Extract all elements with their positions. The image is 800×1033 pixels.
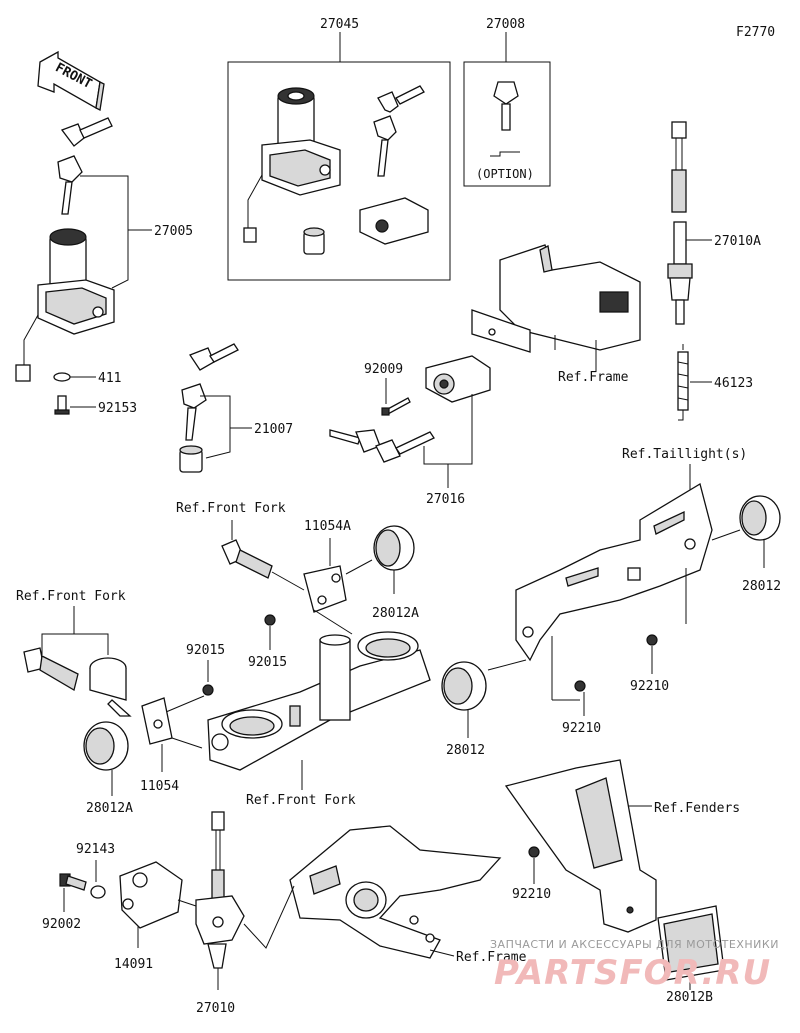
part-92210-a: 92210 bbox=[630, 679, 669, 694]
nut-92210-a-icon bbox=[646, 634, 658, 646]
ignition-switch-27005-icon bbox=[15, 228, 115, 382]
cap-27045-icon bbox=[303, 227, 325, 255]
part-92143: 92143 bbox=[76, 842, 115, 857]
part-92153: 92153 bbox=[98, 401, 137, 416]
part-46123: 46123 bbox=[714, 376, 753, 391]
part-11054A: 11054A bbox=[304, 519, 351, 534]
part-27016: 27016 bbox=[426, 492, 465, 507]
part-27005: 27005 bbox=[154, 224, 193, 239]
option-label: (OPTION) bbox=[476, 167, 534, 181]
part-92009: 92009 bbox=[364, 362, 403, 377]
switch-27010A-icon bbox=[667, 121, 693, 325]
part-411: 411 bbox=[98, 371, 121, 386]
spring-46123-icon bbox=[677, 344, 689, 421]
seat-lock-27045-icon bbox=[359, 197, 429, 245]
ref-frame-top: Ref.Frame bbox=[558, 370, 629, 385]
watermark-line2: PARTSFOR.RU bbox=[494, 953, 771, 993]
key-pair-27045-icon bbox=[373, 85, 425, 177]
part-28012A-bottom: 28012A bbox=[86, 801, 133, 816]
part-11054: 11054 bbox=[140, 779, 179, 794]
part-27010A: 27010A bbox=[714, 234, 761, 249]
watermark-line1: ЗАПЧАСТИ И АКСЕССУАРЫ ДЛЯ МОТОТЕХНИКИ bbox=[490, 938, 779, 951]
key-pair-27016-icon bbox=[329, 429, 435, 463]
clamp-left-icon bbox=[89, 657, 132, 717]
key-pair-21007-icon bbox=[181, 343, 239, 441]
reflector-28012A-bottom-icon bbox=[83, 721, 129, 771]
part-92210-c: 92210 bbox=[512, 887, 551, 902]
reflector-28012-right-icon bbox=[739, 495, 781, 541]
part-27045: 27045 bbox=[320, 17, 359, 32]
screw-92153-icon bbox=[54, 395, 70, 415]
nut-92015-a-icon bbox=[202, 684, 214, 696]
part-28012-mid: 28012 bbox=[446, 743, 485, 758]
nut-92210-b-icon bbox=[574, 680, 586, 692]
washer-411-icon bbox=[53, 372, 71, 382]
reflector-28012-mid-icon bbox=[441, 661, 487, 711]
part-21007: 21007 bbox=[254, 422, 293, 437]
seat-lock-27016-icon bbox=[425, 355, 491, 403]
part-92210-b: 92210 bbox=[562, 721, 601, 736]
nut-92210-c-icon bbox=[528, 846, 540, 858]
ref-frame-bottom: Ref.Frame bbox=[456, 950, 527, 965]
ref-taillight: Ref.Taillight(s) bbox=[622, 447, 747, 462]
part-28012B: 28012B bbox=[666, 990, 713, 1005]
fender-bracket-icon bbox=[504, 759, 657, 933]
kit-box-27045 bbox=[227, 61, 451, 281]
part-27010: 27010 bbox=[196, 1001, 235, 1016]
ref-front-fork-a: Ref.Front Fork bbox=[176, 501, 286, 516]
part-28012A-top: 28012A bbox=[372, 606, 419, 621]
reflector-28012B-icon bbox=[657, 905, 725, 981]
part-28012-right: 28012 bbox=[742, 579, 781, 594]
part-92015-a: 92015 bbox=[186, 643, 225, 658]
key-pair-27005-icon bbox=[57, 117, 113, 215]
part-27008: 27008 bbox=[486, 17, 525, 32]
ignition-switch-27045-icon bbox=[243, 87, 341, 243]
bracket-11054-icon bbox=[141, 697, 173, 745]
frame-top-icon bbox=[471, 244, 641, 353]
kit-box-27008 bbox=[463, 61, 551, 187]
key-blank-27008-icon bbox=[490, 81, 520, 157]
part-14091: 14091 bbox=[114, 957, 153, 972]
ref-front-fork-c: Ref.Front Fork bbox=[246, 793, 356, 808]
bolt-92002-icon bbox=[59, 873, 87, 891]
switch-27010-icon bbox=[195, 811, 245, 969]
tail-bracket-icon bbox=[515, 482, 713, 662]
ref-fenders: Ref.Fenders bbox=[654, 801, 740, 816]
part-92015-b: 92015 bbox=[248, 655, 287, 670]
figure-code: F2770 bbox=[736, 25, 775, 40]
cap-21007-icon bbox=[179, 445, 203, 473]
frame-bottom-icon bbox=[289, 825, 502, 959]
cover-14091-icon bbox=[119, 861, 183, 929]
bracket-11054A-icon bbox=[303, 565, 347, 613]
part-92002: 92002 bbox=[42, 917, 81, 932]
washer-92143-icon bbox=[90, 885, 106, 899]
nut-92015-b-icon bbox=[264, 614, 276, 626]
bolt-left-icon bbox=[23, 647, 79, 692]
front-arrow-icon: FRONT bbox=[37, 50, 105, 111]
triple-clamp-icon bbox=[207, 631, 431, 771]
bolt-top-icon bbox=[221, 539, 273, 579]
ref-front-fork-b: Ref.Front Fork bbox=[16, 589, 126, 604]
reflector-28012A-top-icon bbox=[373, 525, 415, 571]
screw-92009-icon bbox=[381, 397, 411, 416]
